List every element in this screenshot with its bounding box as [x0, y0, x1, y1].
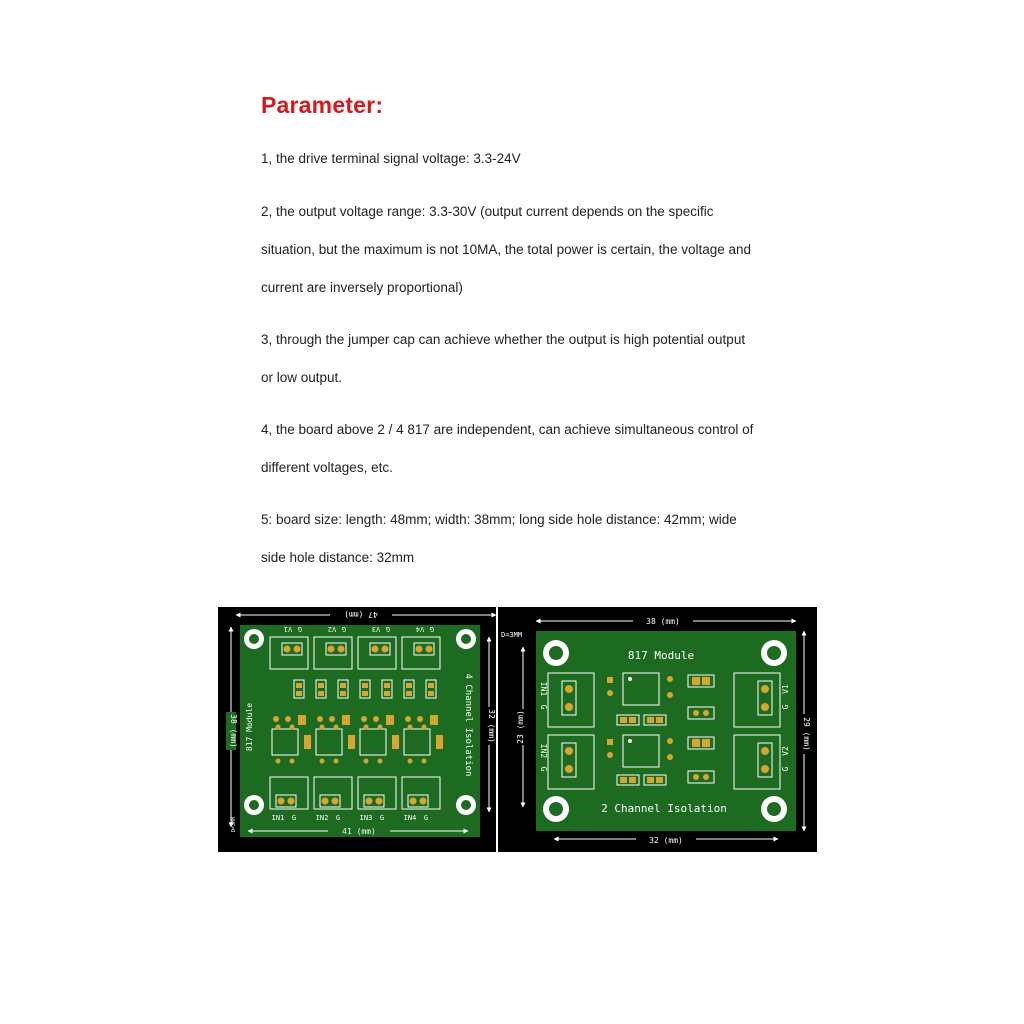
board4-jumpers [293, 679, 437, 699]
param-line-9: 5: board size: length: 48mm; width: 38mm… [261, 512, 737, 527]
board4-g-label: G [424, 814, 428, 822]
board4-output-1: V1 [284, 625, 292, 633]
param-line-7: 4, the board above 2 / 4 817 are indepen… [261, 422, 754, 437]
board2-top-dim: 38 (mm) [646, 617, 680, 626]
param-line-6: or low output. [261, 370, 343, 385]
board4-output-4: V4 [416, 625, 424, 633]
board4-g-label: G [380, 814, 384, 822]
board2-bottom-dim: 32 (mm) [649, 836, 683, 845]
mounting-holes [244, 629, 476, 815]
param-line-2: 2, the output voltage range: 3.3-30V (ou… [261, 204, 714, 219]
board2-hole-note: D=3MM [501, 631, 522, 639]
param-line-5: 3, through the jumper cap can achieve wh… [261, 332, 746, 347]
board4-top-dim: 47 (mm) [344, 610, 378, 619]
board4-side-label: 4 Channel Isolation [463, 674, 473, 777]
board4-module-label: 817 Module [245, 703, 254, 751]
param-line-10: side hole distance: 32mm [261, 550, 415, 565]
pcb-drawing: 47 (mm) 41 (mm) 38 (mm) 32 (mm) D=3MM V1… [218, 607, 817, 852]
board2-output-2: V2 [781, 746, 790, 756]
board4-g-label: G [430, 625, 434, 633]
board2-g-label: G [539, 767, 548, 772]
board4-output-2: V2 [328, 625, 336, 633]
board2-optocouplers [607, 672, 673, 786]
board2-output-1: V1 [781, 684, 790, 694]
board4-pads-row [273, 715, 438, 725]
board4-g-label: G [292, 814, 296, 822]
param-line-4: current are inversely proportional) [261, 280, 463, 295]
board2-input-1: IN1 [539, 682, 548, 697]
param-line-1: 1, the drive terminal signal voltage: 3.… [261, 151, 521, 166]
board2-input-2: IN2 [539, 744, 548, 759]
board-4-channel: 47 (mm) 41 (mm) 38 (mm) 32 (mm) D=3MM V1… [218, 607, 497, 852]
board4-input-3: IN3 [360, 814, 373, 822]
pcb-images: 47 (mm) 41 (mm) 38 (mm) 32 (mm) D=3MM V1… [218, 607, 817, 852]
board4-g-label: G [298, 625, 302, 633]
board4-input-pads [275, 794, 429, 808]
board4-input-4: IN4 [404, 814, 417, 822]
board4-right-dim: 32 (mm) [487, 709, 496, 743]
board4-input-1: IN1 [272, 814, 285, 822]
board4-output-pads [281, 642, 435, 656]
board4-g-label: G [336, 814, 340, 822]
board2-jumpers [687, 674, 715, 784]
board2-g-label: G [781, 766, 790, 771]
mounting-holes [543, 640, 787, 822]
param-line-8: different voltages, etc. [261, 460, 393, 475]
board4-output-3: V3 [372, 625, 380, 633]
board2-input-terminals [547, 672, 595, 790]
board2-output-terminals [733, 672, 781, 790]
board4-optocouplers [271, 724, 443, 764]
param-line-3: situation, but the maximum is not 10MA, … [261, 242, 752, 257]
board4-left-dim: 38 (mm) [229, 714, 238, 748]
board4-g-label: G [342, 625, 346, 633]
board2-g-label: G [539, 705, 548, 710]
board4-input-2: IN2 [316, 814, 329, 822]
page-title: Parameter: [261, 92, 384, 118]
board2-module-label: 817 Module [628, 649, 694, 662]
board4-g-label: G [386, 625, 390, 633]
board4-input-terminals [269, 776, 441, 810]
board4-output-terminals [269, 636, 441, 670]
board2-g-label: G [781, 704, 790, 709]
board2-left-dim: 23 (mm) [516, 710, 525, 744]
board2-bottom-label: 2 Channel Isolation [601, 802, 727, 815]
board2-right-dim: 29 (mm) [802, 717, 811, 751]
board4-hole-note: D=3MM [231, 817, 237, 832]
board-2-channel: 38 (mm) 32 (mm) 23 (mm) 29 (mm) D=3MM 81… [498, 607, 817, 852]
board4-bottom-dim: 41 (mm) [342, 827, 376, 836]
